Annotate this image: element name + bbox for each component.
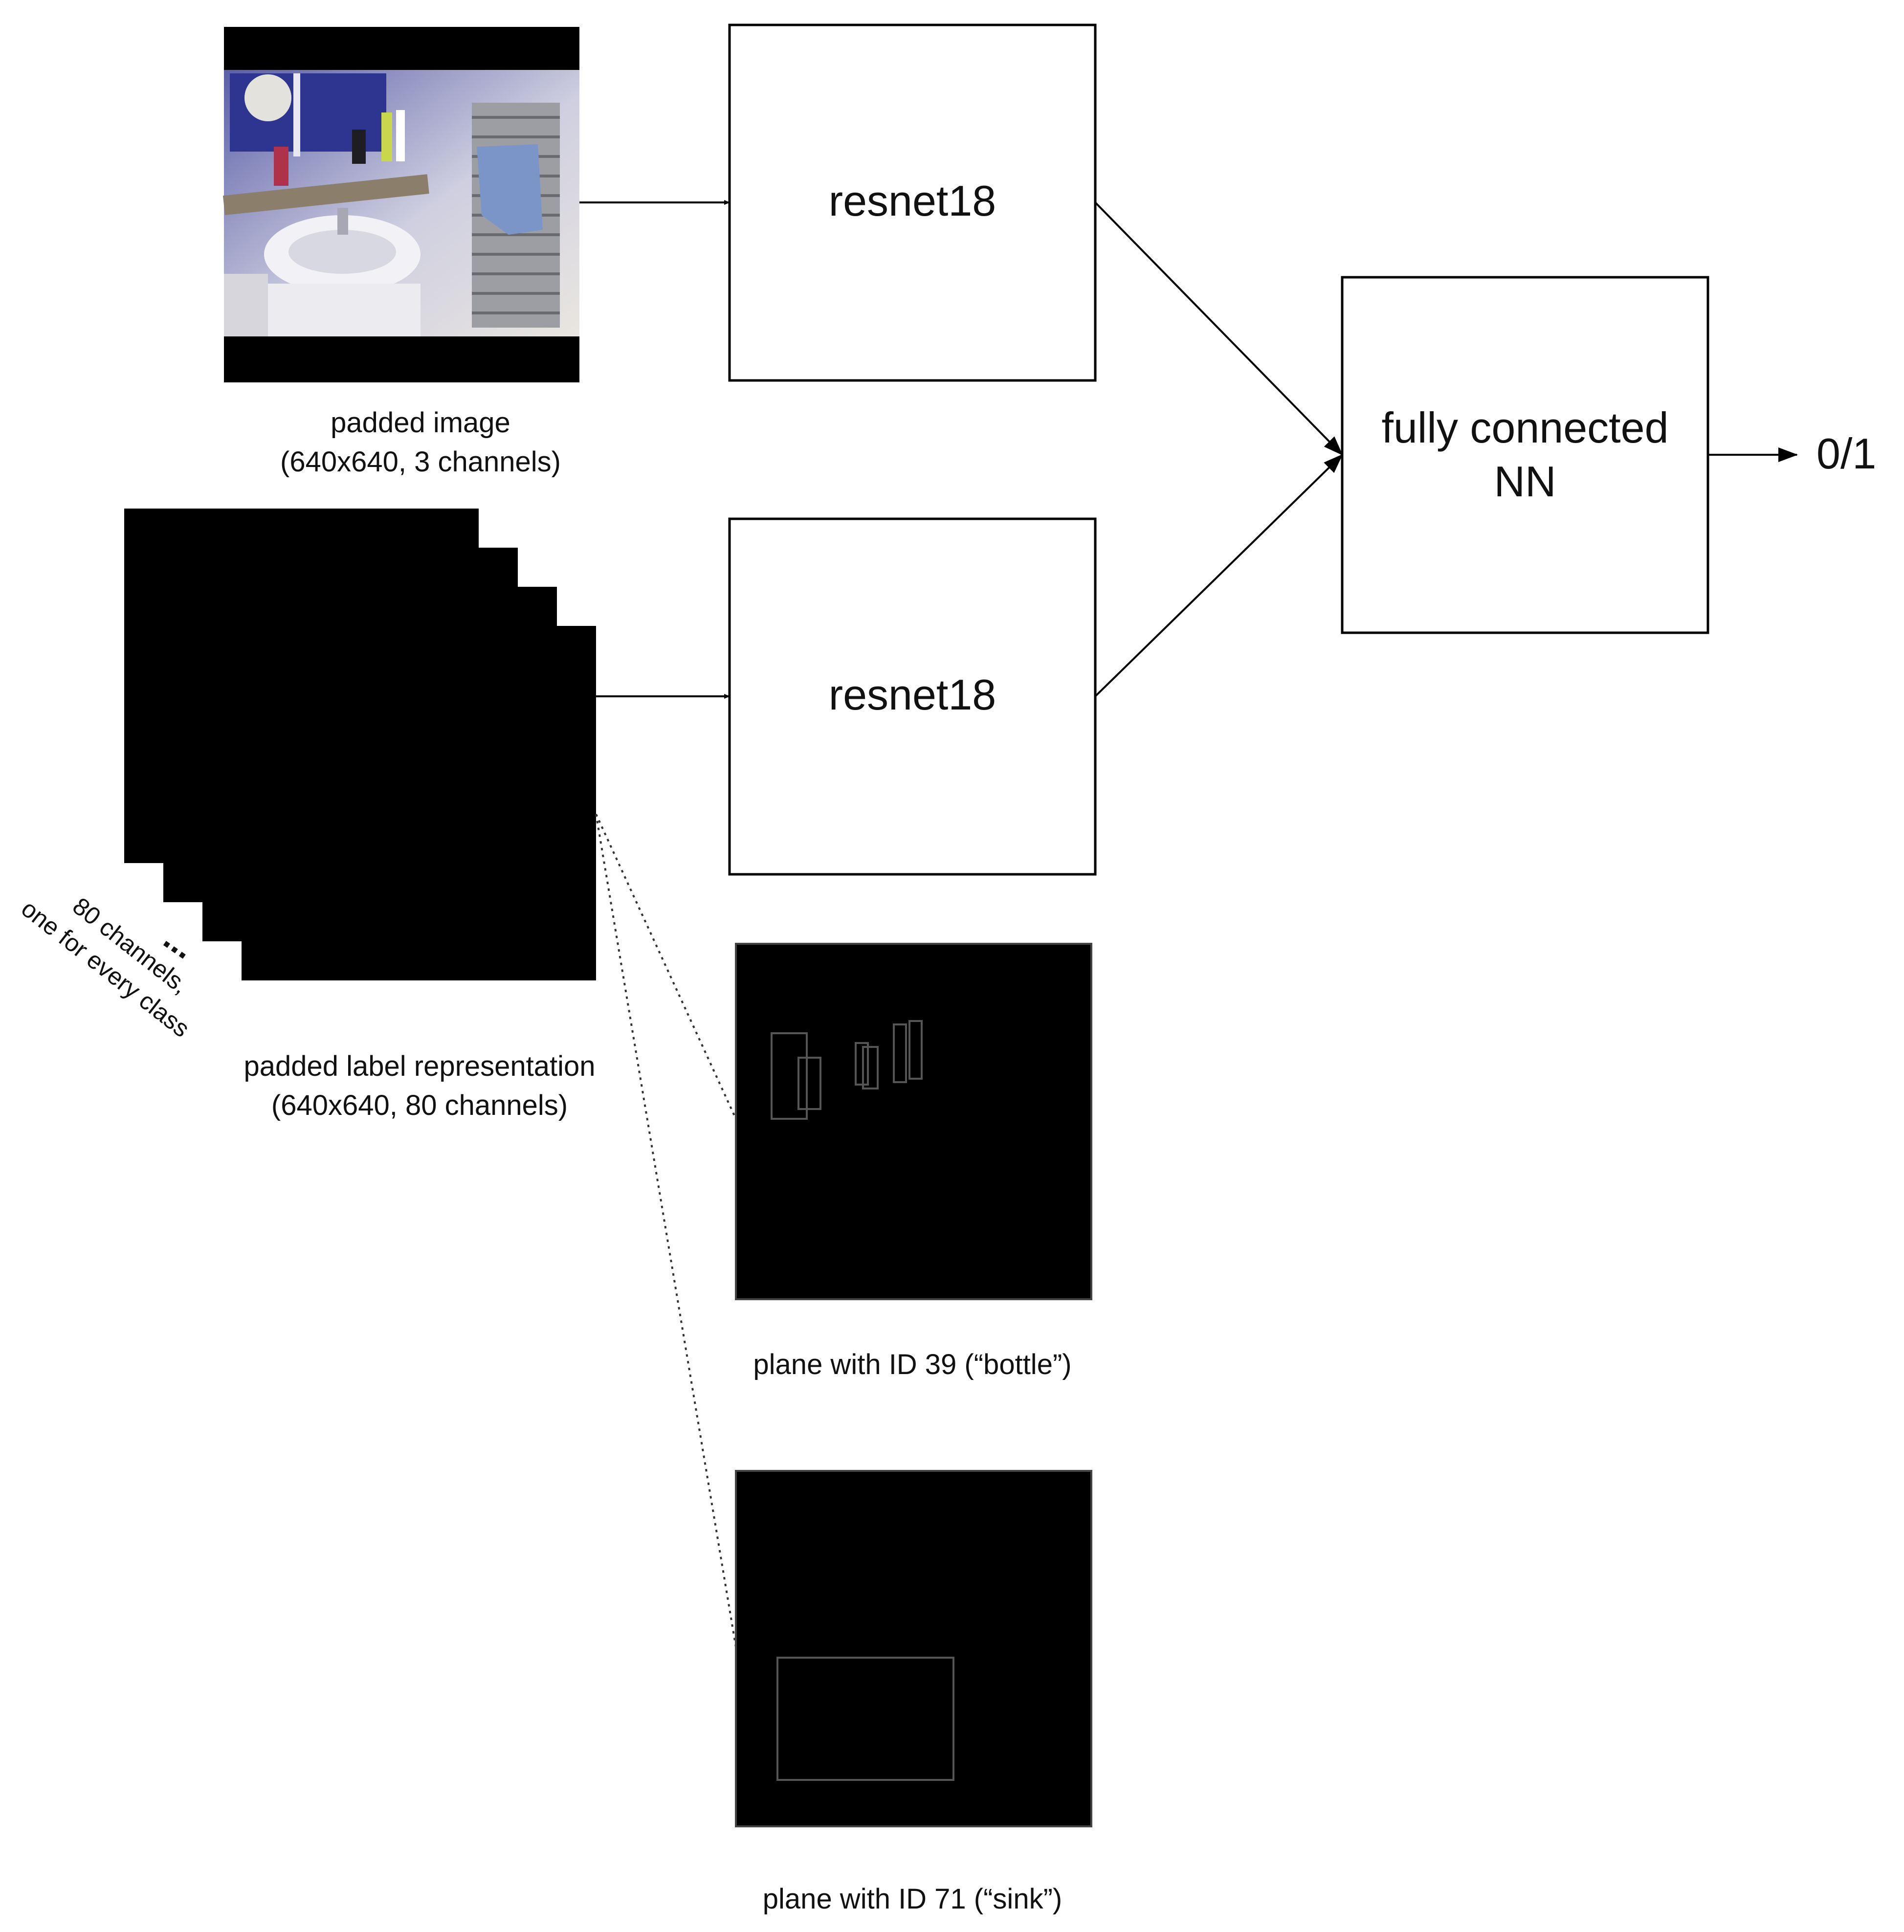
bottle-plane-caption: plane with ID 39 (“bottle”) bbox=[753, 1349, 1071, 1380]
padded-image-caption-line2: (640x640, 3 channels) bbox=[280, 446, 561, 478]
fully-connected-label-line2: NN bbox=[1494, 457, 1556, 506]
arrow-resnet-bottom-to-fc bbox=[1094, 454, 1343, 697]
resnet18-bottom-box: resnet18 bbox=[728, 517, 1097, 876]
bottle-plane bbox=[735, 943, 1092, 1300]
bottle-bbox bbox=[893, 1023, 907, 1083]
dotted-connector-sink bbox=[595, 814, 737, 1647]
fully-connected-label-line1: fully connected bbox=[1381, 403, 1668, 452]
sink-plane bbox=[735, 1470, 1092, 1827]
label-representation-caption-line2: (640x640, 80 channels) bbox=[271, 1089, 568, 1121]
label-representation-caption-line1: padded label representation bbox=[244, 1050, 595, 1082]
sink-plane-caption: plane with ID 71 (“sink”) bbox=[763, 1883, 1062, 1915]
resnet18-top-box: resnet18 bbox=[728, 23, 1097, 382]
sink-bbox bbox=[776, 1657, 954, 1781]
output-label: 0/1 bbox=[1816, 429, 1876, 478]
arrow-resnet-top-to-fc bbox=[1094, 201, 1343, 456]
padded-image-caption-line1: padded image bbox=[331, 407, 510, 439]
bottle-bbox bbox=[771, 1032, 808, 1120]
bottle-bbox bbox=[908, 1020, 923, 1080]
resnet18-top-label: resnet18 bbox=[829, 177, 996, 225]
bottle-bbox bbox=[862, 1046, 879, 1089]
label-channel-stack bbox=[124, 509, 596, 980]
bottle-bbox bbox=[797, 1057, 821, 1110]
fully-connected-nn-box: fully connected NN bbox=[1341, 276, 1709, 634]
padded-image-thumbnail bbox=[222, 27, 579, 382]
dotted-connector-bottle bbox=[595, 814, 737, 1119]
resnet18-bottom-label: resnet18 bbox=[829, 670, 996, 719]
bottle-bbox bbox=[855, 1042, 869, 1086]
